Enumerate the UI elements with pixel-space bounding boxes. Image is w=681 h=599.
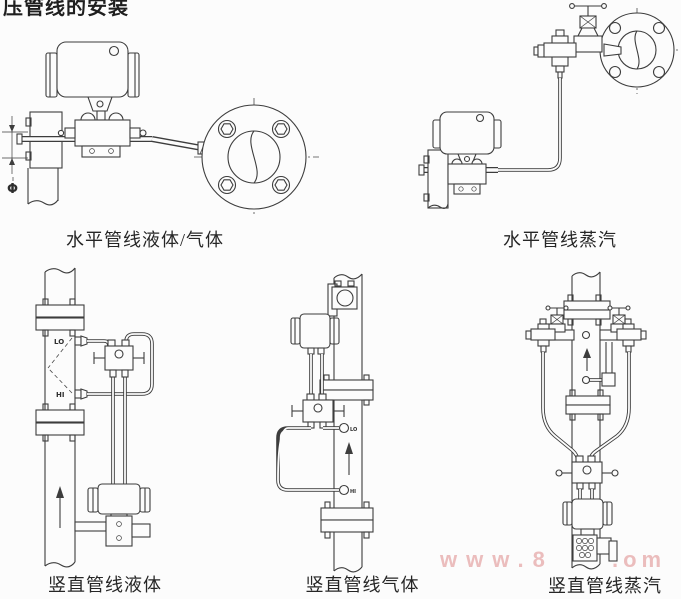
- lo-tap-label: LO: [54, 338, 64, 346]
- flange-bolt: [652, 65, 666, 79]
- condensate-pot-icon: [616, 318, 647, 353]
- caption-vertical-gas: 竖直管线气体: [305, 575, 420, 595]
- diagram-vertical-gas: LO HI: [276, 273, 374, 573]
- manifold-icon: [93, 339, 145, 378]
- flange-bolt: [608, 65, 622, 79]
- root-valve-icon: [569, 3, 607, 53]
- flange-bolt: [652, 21, 666, 35]
- flow-arrow-icon: [345, 442, 353, 475]
- caption-vertical-liquid: 竖直管线液体: [48, 575, 162, 595]
- hi-tap: [338, 484, 350, 496]
- flange-bolt: [608, 21, 622, 35]
- watermark-text: .om: [612, 547, 667, 572]
- watermark-text: www.8: [440, 547, 554, 572]
- root-valve-icon: [543, 305, 575, 341]
- hi-tap-label: HI: [350, 489, 356, 495]
- junction-box-icon: [572, 534, 598, 562]
- transmitter-icon: [45, 41, 140, 112]
- lo-tap: [80, 335, 88, 347]
- diagram-vertical-liquid: LO HI: [35, 267, 154, 568]
- diagram-vertical-steam: [525, 271, 647, 570]
- caption-horizontal-liquid-gas: 水平管线液体/气体: [65, 230, 224, 250]
- orifice-connection: [603, 43, 622, 57]
- lo-tap: [74, 336, 82, 346]
- caption-horizontal-steam: 水平管线蒸汽: [503, 230, 617, 250]
- mounting-pipe: [423, 149, 449, 209]
- mounting-bracket: [74, 515, 151, 547]
- flange-bolt: [271, 119, 291, 139]
- transmitter-icon: [432, 111, 502, 165]
- transmitter-icon: [290, 313, 340, 355]
- flange-pair: [565, 389, 611, 421]
- lower-tap: [581, 375, 591, 385]
- mounting-pipe: [25, 111, 63, 206]
- flow-arrow-icon: [583, 348, 591, 371]
- impulse-tube: [578, 489, 594, 500]
- page-title: 压管线的安装: [3, 0, 129, 19]
- flange-pair: [563, 294, 611, 326]
- transmitter-icon: [562, 498, 613, 536]
- manifold-icon: [447, 158, 487, 195]
- orifice-section: LO HI: [47, 335, 88, 400]
- impulse-tube: [309, 354, 324, 398]
- mounting-bracket: [596, 537, 618, 562]
- diagram-horizontal-steam: [418, 3, 680, 209]
- flange-bolt: [271, 175, 291, 195]
- condensate-pot-icon: [533, 29, 577, 79]
- pipe-clamp-icon: [327, 280, 358, 317]
- flange-pair: [35, 403, 85, 442]
- phi-symbol: Φ: [7, 182, 18, 197]
- manifold-icon: [291, 393, 345, 429]
- orifice-flange-icon: [194, 98, 319, 217]
- hi-tap: [80, 388, 88, 400]
- manifold-icon: [555, 455, 619, 490]
- hi-tap: [74, 389, 82, 399]
- flange-bolt: [217, 175, 237, 195]
- diagram-horizontal-liquid-gas: Φ: [2, 41, 319, 217]
- lo-tap: [338, 422, 350, 434]
- hi-tap-label: HI: [56, 391, 64, 399]
- condensate-pot-icon: [525, 318, 556, 353]
- manifold-icon: [57, 110, 141, 158]
- flange-pair: [35, 298, 85, 337]
- impulse-tube: [589, 342, 616, 387]
- pipe-diameter-dimension: Φ: [2, 116, 28, 197]
- impulse-tube: [276, 426, 339, 492]
- caption-vertical-steam: 竖直管线蒸汽: [548, 576, 662, 596]
- lo-tap-label: LO: [350, 427, 357, 433]
- flange-pair: [320, 501, 374, 539]
- flow-arrow-icon: [56, 486, 64, 528]
- flange-bolt: [217, 119, 237, 139]
- upper-tap: [581, 330, 591, 340]
